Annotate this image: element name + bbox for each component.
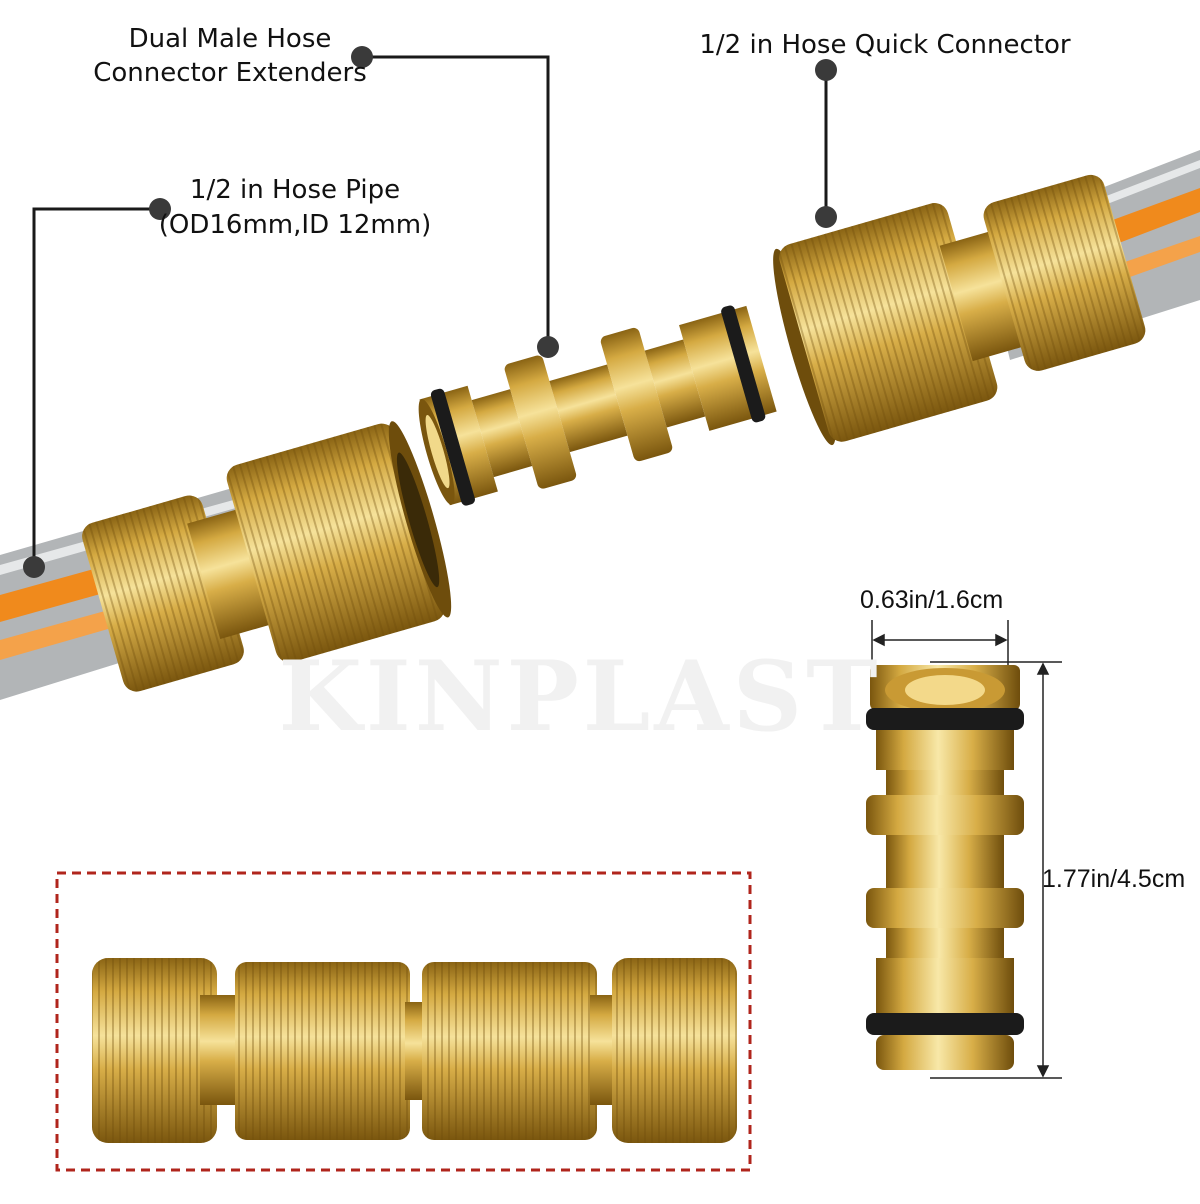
label-pipe-line2: (OD16mm,ID 12mm)	[158, 210, 432, 240]
callout-dot-extender-start	[351, 46, 373, 68]
label-quick-connector: 1/2 in Hose Quick Connector	[699, 30, 1071, 60]
male-extender-center	[418, 305, 777, 506]
quick-connector-right	[773, 174, 1146, 446]
label-pipe-line1: 1/2 in Hose Pipe	[189, 175, 401, 205]
label-extender-line2: Connector Extenders	[93, 58, 367, 88]
dimension-arrow-height	[930, 661, 1062, 1079]
quick-connector-left	[82, 421, 452, 692]
callout-dot-pipe-end	[23, 556, 45, 578]
dimension-arrow-width	[871, 620, 1009, 665]
assembled-connector	[92, 958, 737, 1143]
dimension-height-label: 1.77in/4.5cm	[1042, 865, 1186, 893]
callout-pipe	[32, 207, 160, 565]
label-extender-line1: Dual Male Hose	[128, 24, 332, 54]
callout-dot-extender-end	[537, 336, 559, 358]
watermark: KINPLAST	[278, 640, 882, 753]
callout-dot-qc-end	[815, 206, 837, 228]
callout-dot-pipe-start	[149, 198, 171, 220]
dimension-width-label: 0.63in/1.6cm	[860, 586, 1004, 614]
extender-dimension-view	[866, 665, 1024, 1070]
callout-dot-qc-start	[815, 59, 837, 81]
assembled-box	[55, 871, 752, 1172]
callout-extender	[362, 55, 550, 345]
